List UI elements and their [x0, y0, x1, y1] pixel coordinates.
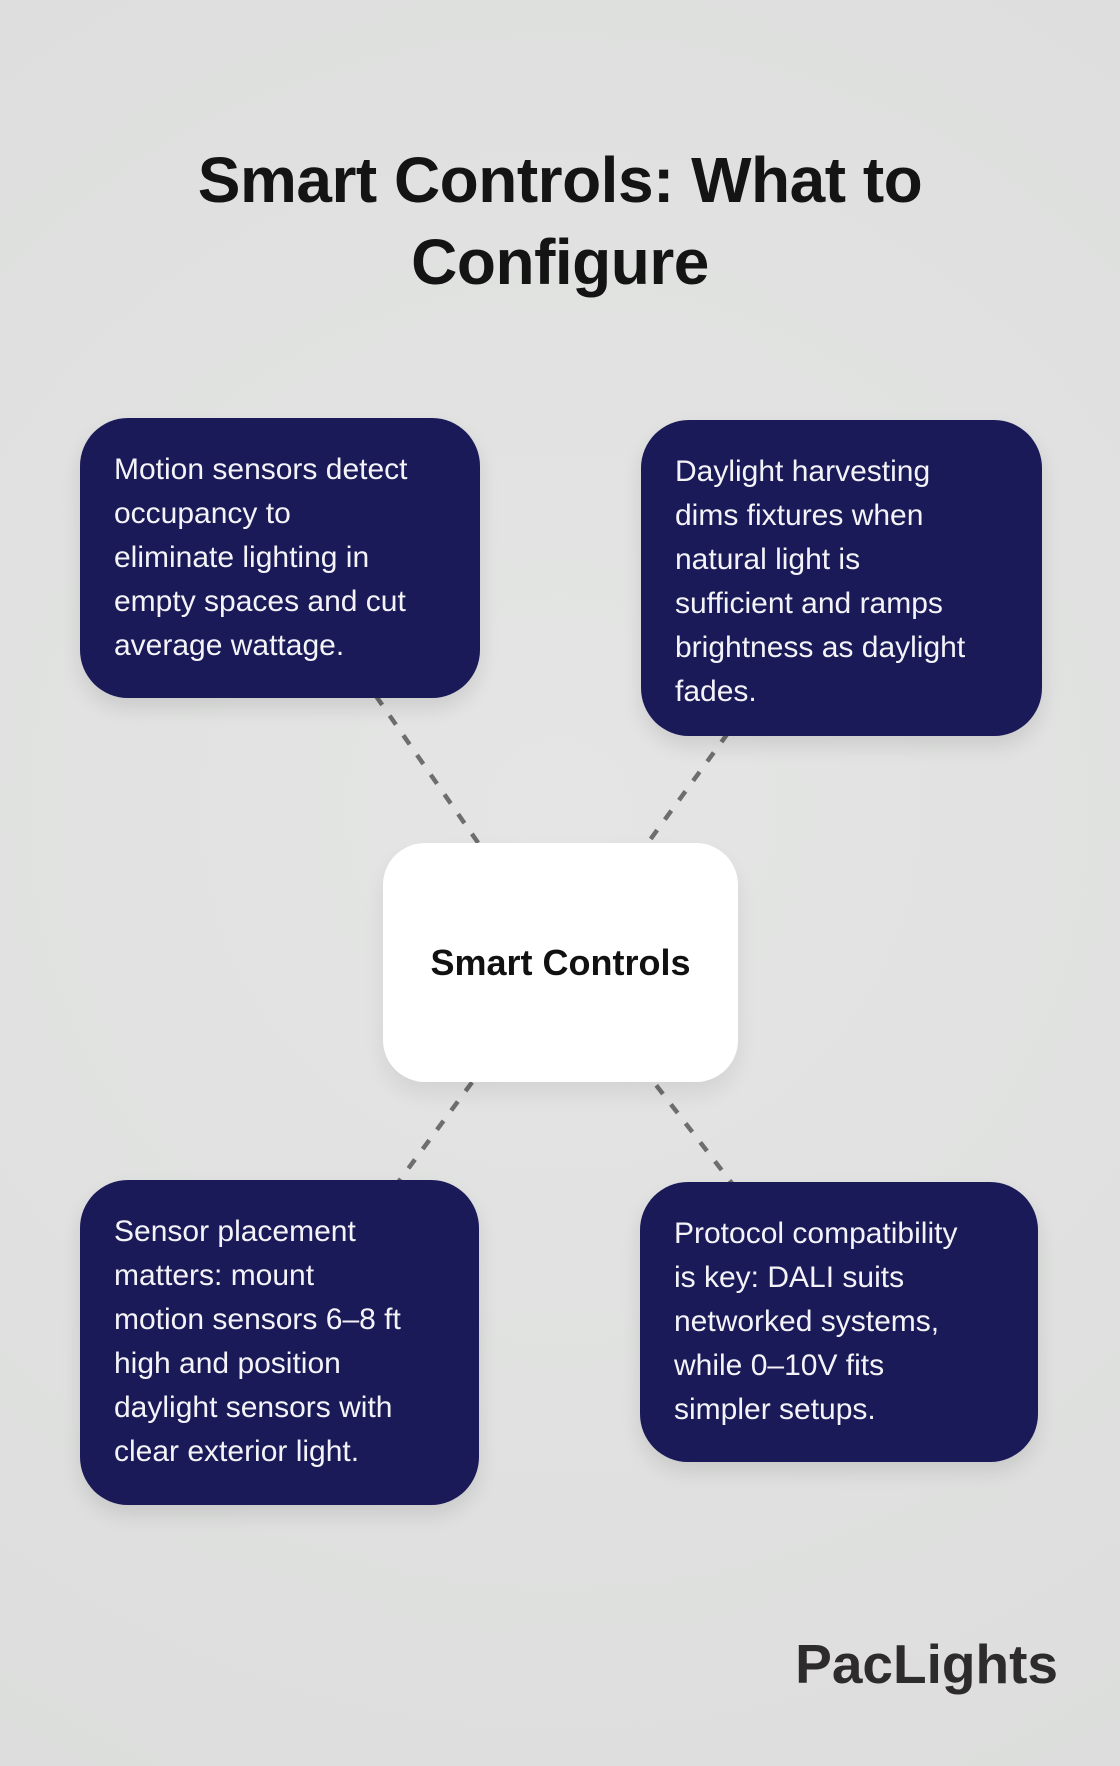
node-card-protocol-compatibility: Protocol compatibility is key: DALI suit…	[640, 1182, 1038, 1462]
brand-logo: PacLights	[795, 1633, 1058, 1695]
node-card-daylight-harvesting: Daylight harvesting dims fixtures when n…	[641, 420, 1042, 736]
page-title: Smart Controls: What to Configure	[197, 143, 923, 298]
node-card-sensor-placement: Sensor placement matters: mount motion s…	[80, 1180, 479, 1505]
node-card-motion-sensors: Motion sensors detect occupancy to elimi…	[80, 418, 480, 698]
center-node: Smart Controls	[383, 843, 738, 1082]
center-node-label: Smart Controls	[430, 941, 691, 983]
